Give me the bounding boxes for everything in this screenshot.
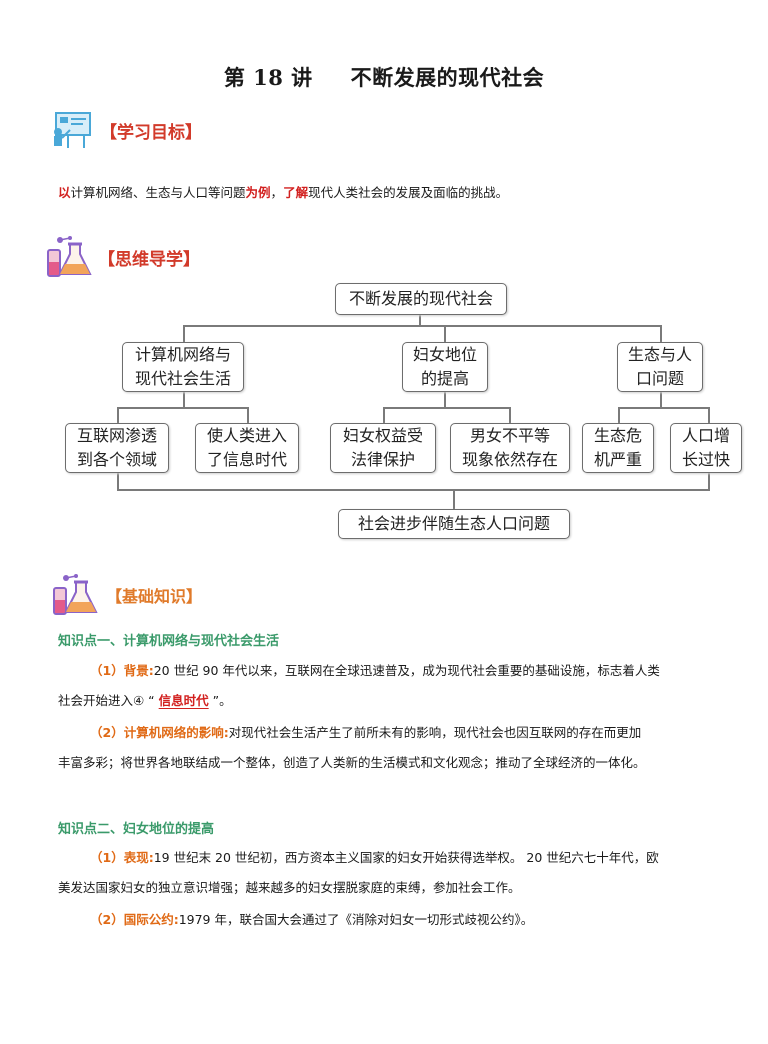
mindmap-bottom: 社会进步伴随生态人口问题 [338,509,570,539]
mindmap-branch-women: 妇女地位的提高 [402,342,488,392]
node-line: 机严重 [593,450,642,469]
kp2-title: 知识点二、妇女地位的提高 [58,822,215,837]
kp2-item1: （1）表现:19 世纪末 20 世纪初，西方资本主义国家的妇女开始获得选举权。 … [58,843,718,903]
kp1-item1-answer: 信息时代 [158,693,209,708]
mindmap-leaf: 男女不平等现象依然存在 [450,423,570,473]
kp2-item1-text: 美发达国家妇女的独立意识增强；越来越多的妇女摆脱家庭的束缚，参加社会工作。 [58,880,521,895]
connector [117,407,249,409]
connector [117,489,710,491]
flask-icon [53,574,98,615]
goals-text-part: 了解 [283,185,309,200]
connector [708,407,710,423]
mindmap-root: 不断发展的现代社会 [335,283,507,315]
mindmap-leaf: 使人类进入了信息时代 [195,423,299,473]
mindmap-root-label: 不断发展的现代社会 [348,289,493,308]
mindmap-branch-network: 计算机网络与现代社会生活 [122,342,244,392]
goals-text-part: 以 [58,185,71,200]
connector [444,325,446,342]
node-line: 互联网渗透 [76,426,157,445]
connector [383,407,385,423]
flask-icon [47,236,92,277]
lesson-topic: 不断发展的现代社会 [350,65,545,90]
kp2-item1-text: 19 世纪末 20 世纪初，西方资本主义国家的妇女开始获得选举权。 20 世纪六… [153,850,659,865]
mindmap-leaf: 人口增长过快 [670,423,742,473]
connector [618,407,620,423]
kp1-item2-text: 对现代社会生活产生了前所未有的影响，现代社会也因互联网的存在而更加 [228,725,642,740]
node-line: 长过快 [681,450,730,469]
connector [453,489,455,509]
kp2-item1-label: （1）表现: [90,850,154,865]
section-goals-label: 【学习目标】 [100,122,202,143]
kp1-title: 知识点一、计算机网络与现代社会生活 [58,634,280,649]
kp2-item2-text: 1979 年，联合国大会通过了《消除对妇女一切形式歧视公约》。 [178,912,534,927]
lesson-number: 第 18 讲 [223,65,313,90]
node-line: 了信息时代 [206,450,287,469]
connector [183,392,185,409]
section-goals-header: 【学习目标】 [48,110,202,150]
node-line: 妇女地位 [412,345,477,364]
kp1-item1-text: 20 世纪 90 年代以来，互联网在全球迅速普及，成为现代社会重要的基础设施，标… [153,663,660,678]
goals-text-part: 为例 [245,185,271,200]
node-line: 计算机网络与 [134,345,231,364]
node-line: 生态与人 [627,345,692,364]
section-mindmap-label: 【思维导学】 [98,249,200,270]
mindmap-leaf: 生态危机严重 [582,423,654,473]
teacher-board-icon [54,112,91,148]
kp1-item1: （1）背景:20 世纪 90 年代以来，互联网在全球迅速普及，成为现代社会重要的… [58,656,718,716]
kp1-item2: （2）计算机网络的影响:对现代社会生活产生了前所未有的影响，现代社会也因互联网的… [58,718,718,778]
kp1-item1-label: （1）背景: [90,663,154,678]
connector [183,325,662,327]
node-line: 法律保护 [350,450,415,469]
connector [708,473,710,491]
connector [660,325,662,342]
page-title: 第 18 讲 不断发展的现代社会 [0,62,768,92]
connector [509,407,511,423]
connector [183,325,185,342]
goals-text-part: 现代人类社会的发展及面临的挑战。 [308,185,509,200]
connector [618,407,710,409]
kp1-item1-text: 社会开始进入④ “ [58,693,155,708]
node-line: 现代社会生活 [134,369,231,388]
connector [117,407,119,423]
node-line: 现象依然存在 [461,450,558,469]
goals-text-part: 计算机网络、生态与人口等问题 [70,185,246,200]
node-line: 口问题 [635,369,684,388]
node-line: 的提高 [420,369,469,388]
goals-paragraph: 以计算机网络、生态与人口等问题为例，了解现代人类社会的发展及面临的挑战。 [58,178,718,208]
mindmap-bottom-label: 社会进步伴随生态人口问题 [357,514,550,533]
node-line: 到各个领域 [76,450,157,469]
node-line: 妇女权益受 [342,426,423,445]
kp2-item2: （2）国际公约:1979 年，联合国大会通过了《消除对妇女一切形式歧视公约》。 [58,905,718,935]
mindmap-branch-ecology: 生态与人口问题 [617,342,703,392]
node-line: 人口增 [681,426,730,445]
kp1-item2-label: （2）计算机网络的影响: [90,725,229,740]
goals-text-part: ， [270,185,284,200]
connector [247,407,249,423]
node-line: 生态危 [593,426,642,445]
kp1-item1-text: ”。 [212,693,232,708]
connector [444,392,446,409]
section-basics-header: 【基础知识】 [50,572,202,618]
section-basics-label: 【基础知识】 [106,587,203,606]
connector [660,392,662,409]
connector [383,407,511,409]
node-line: 使人类进入 [206,426,287,445]
mindmap-leaf: 妇女权益受法律保护 [330,423,436,473]
kp1-item2-text: 丰富多彩；将世界各地联结成一个整体，创造了人类新的生活模式和文化观念；推动了全球… [58,755,646,770]
connector [117,473,119,491]
kp2-item2-label: （2）国际公约: [90,912,179,927]
connector [419,315,421,327]
section-mindmap-header: 【思维导学】 [44,234,200,280]
node-line: 男女不平等 [469,426,550,445]
mindmap-leaf: 互联网渗透到各个领域 [65,423,169,473]
